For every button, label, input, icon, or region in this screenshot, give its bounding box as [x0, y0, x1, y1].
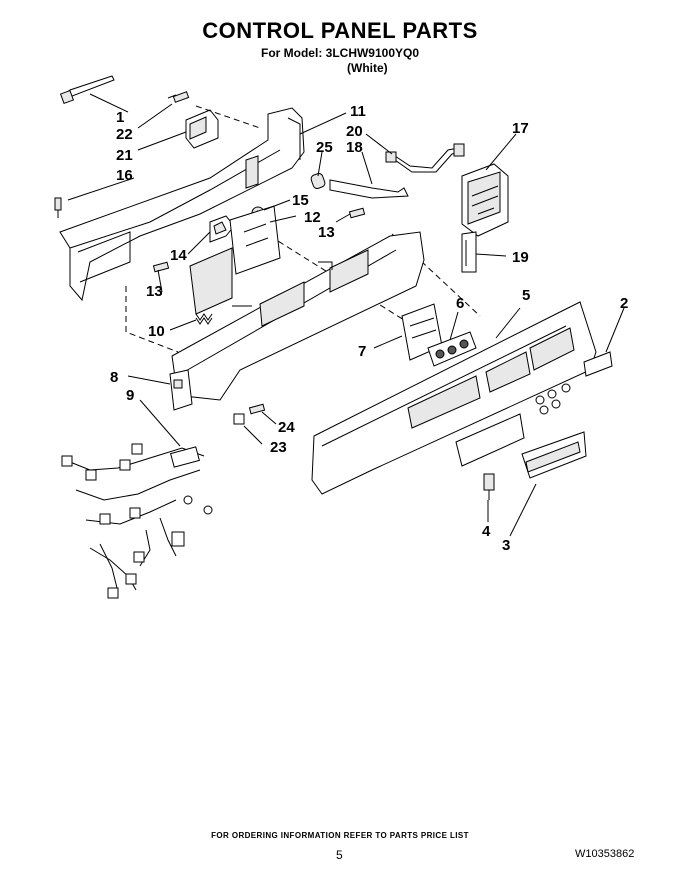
- callout-22: 22: [116, 126, 133, 143]
- callout-15: 15: [292, 192, 309, 209]
- part-18-wire: [329, 179, 409, 199]
- callout-23: 23: [270, 439, 287, 456]
- callout-20: 20: [346, 123, 363, 140]
- part-20-wire: [385, 143, 465, 173]
- callout-11: 11: [350, 103, 366, 120]
- part-24-screw: [248, 403, 266, 415]
- callout-19: 19: [512, 249, 529, 266]
- part-22-screw: [167, 91, 190, 103]
- part-3-door: [521, 431, 587, 479]
- part-10-spring: [195, 313, 213, 325]
- callout-21: 21: [116, 147, 133, 164]
- part-9-wire-harness: [61, 443, 213, 599]
- part-21-relay: [185, 109, 219, 149]
- part-12-plate: [229, 205, 281, 275]
- part-19-bracket: [461, 231, 477, 273]
- window-panel: [455, 413, 525, 467]
- callout-13-upper: 13: [318, 224, 335, 241]
- callout-8: 8: [110, 369, 118, 386]
- part-13-screw-upper: [348, 207, 366, 219]
- document-number: W10353862: [575, 848, 635, 860]
- callout-2: 2: [620, 295, 628, 312]
- part-13-screw-left: [152, 261, 170, 273]
- color-line: (White): [347, 61, 388, 75]
- part-5-console-panel: [311, 301, 597, 495]
- page-number: 5: [336, 848, 343, 862]
- callout-1: 1: [116, 109, 124, 126]
- callout-17: 17: [512, 120, 529, 137]
- part-4-screw: [483, 473, 495, 500]
- callout-5: 5: [522, 287, 530, 304]
- part-14-switch: [209, 215, 235, 243]
- callout-16: 16: [116, 167, 133, 184]
- page-title: CONTROL PANEL PARTS: [202, 18, 478, 43]
- part-1-cable-tie: [59, 75, 115, 105]
- callout-10: 10: [148, 323, 165, 340]
- callout-4: 4: [482, 523, 491, 540]
- callout-6: 6: [456, 295, 464, 312]
- part-25-spacer: [310, 172, 326, 190]
- callout-9: 9: [126, 387, 134, 404]
- callout-7: 7: [358, 343, 366, 360]
- part-8-endcap: [169, 369, 193, 411]
- console-housing: [171, 231, 425, 401]
- part-6-keypad: [427, 331, 477, 367]
- ordering-note: FOR ORDERING INFORMATION REFER TO PARTS …: [211, 831, 469, 840]
- model-line: For Model: 3LCHW9100YQ0: [260, 46, 420, 60]
- part-2-overlay: [583, 351, 613, 377]
- callout-18: 18: [346, 139, 363, 156]
- part-17-control-board: [461, 163, 509, 237]
- callout-14: 14: [170, 247, 187, 264]
- part-11-console-bracket: [59, 107, 305, 302]
- callout-labels: 1 22 21 16 11 20 25 18 17 15 12 14 13 13…: [110, 103, 628, 554]
- callout-13-left: 13: [146, 283, 163, 300]
- callout-24: 24: [278, 419, 295, 436]
- leader-lines: [67, 93, 625, 537]
- callout-3: 3: [502, 537, 510, 554]
- callout-12: 12: [304, 209, 321, 226]
- part-16-screw: [54, 197, 62, 218]
- callout-25: 25: [316, 139, 333, 156]
- part-23-clip: [233, 413, 245, 425]
